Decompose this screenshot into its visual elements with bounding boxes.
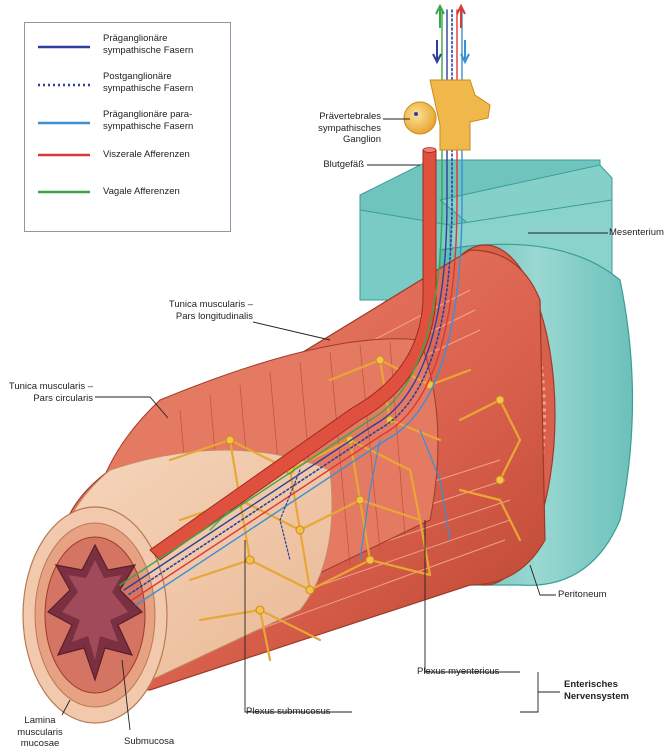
label-peritoneum: Peritoneum xyxy=(558,589,607,601)
label-submucosa: Submucosa xyxy=(124,736,174,748)
label-line: Prävertebrales xyxy=(318,111,381,123)
legend-item: Präganglionäre para- sympathische Fasern xyxy=(25,109,230,139)
legend-swatch xyxy=(38,83,90,87)
label-prevertebral-ganglion: Prävertebrales sympathisches Ganglion xyxy=(318,111,381,146)
label-line: sympathisches xyxy=(318,123,381,135)
label-mesenterium: Mesenterium xyxy=(609,227,664,239)
label-line: Enterisches xyxy=(564,679,629,691)
label-line: Lamina xyxy=(4,715,76,727)
legend-swatch xyxy=(38,121,90,125)
label-tunica-circularis: Tunica muscularis – Pars circularis xyxy=(9,381,93,404)
prevertebral-ganglion xyxy=(404,80,490,150)
fiber-direction-arrows xyxy=(433,6,469,62)
label-line: mucosae xyxy=(4,738,76,750)
legend-swatch xyxy=(38,45,90,49)
legend-item: Vagale Afferenzen xyxy=(25,186,230,216)
legend-swatch xyxy=(38,190,90,194)
label-blutgefaess: Blutgefäß xyxy=(323,159,364,171)
label-line: Pars longitudinalis xyxy=(169,311,253,323)
label-line: Pars circularis xyxy=(9,393,93,405)
label-line: Tunica muscularis – xyxy=(9,381,93,393)
legend: Präganglionäre sympathische Fasern Postg… xyxy=(24,22,231,232)
label-tunica-longitudinalis: Tunica muscularis – Pars longitudinalis xyxy=(169,299,253,322)
legend-label: Vagale Afferenzen xyxy=(103,186,180,198)
legend-swatch xyxy=(38,153,90,157)
label-plexus-submucosus: Plexus submucosus xyxy=(246,706,330,718)
legend-label: Präganglionäre para- sympathische Fasern xyxy=(103,109,193,132)
legend-item: Viszerale Afferenzen xyxy=(25,149,230,179)
label-line: Tunica muscularis – xyxy=(169,299,253,311)
label-plexus-myentericus: Plexus myentericus xyxy=(417,666,499,678)
mucosa-cross-section xyxy=(23,507,167,723)
label-line: muscularis xyxy=(4,727,76,739)
label-lamina-muscularis-mucosae: Lamina muscularis mucosae xyxy=(4,715,76,750)
legend-item: Postganglionäre sympathische Fasern xyxy=(25,71,230,101)
legend-item: Präganglionäre sympathische Fasern xyxy=(25,33,230,63)
legend-label: Postganglionäre sympathische Fasern xyxy=(103,71,193,94)
label-line: Nervensystem xyxy=(564,691,629,703)
label-line: Ganglion xyxy=(318,134,381,146)
legend-label: Präganglionäre sympathische Fasern xyxy=(103,33,193,56)
legend-label: Viszerale Afferenzen xyxy=(103,149,190,161)
label-enterisches-nervensystem: Enterisches Nervensystem xyxy=(564,679,629,702)
